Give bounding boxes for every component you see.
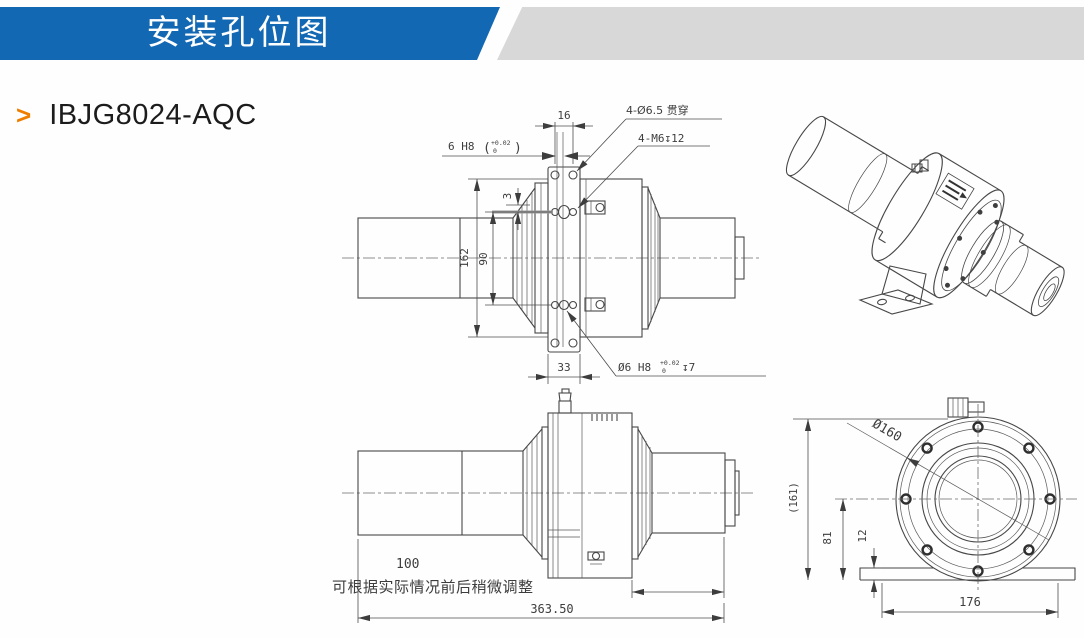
dimension-16: 16	[535, 109, 593, 164]
slot-label: 6 H8	[448, 140, 475, 153]
callout-through-holes: 4-Ø6.5 贯穿	[576, 103, 722, 172]
slot-paren-close: )	[514, 141, 522, 156]
iso-nameplate	[935, 172, 975, 210]
section-banner: 安装孔位图	[0, 7, 500, 60]
dimension-161: (161)	[788, 419, 812, 580]
callout-dia-160: Ø160	[869, 417, 904, 446]
dimension-90: 90	[477, 211, 552, 306]
dim-12-label: 12	[856, 529, 869, 542]
dimension-33: 33	[528, 354, 600, 384]
dimension-363: 363.50	[357, 539, 725, 623]
model-row: > IBJG8024-AQC	[16, 99, 257, 132]
slot-paren-open: (	[483, 141, 491, 156]
callout-slot-6h8: 6 H8 ( +0.02 0 )	[442, 139, 590, 160]
slot-tol-lower: 0	[493, 147, 497, 155]
dim-81-label: 81	[821, 531, 834, 544]
iso-view-drawing	[785, 115, 1065, 317]
iso-rotated-assembly	[785, 115, 1065, 317]
dim-162-label: 162	[458, 248, 471, 268]
model-bullet: >	[16, 100, 32, 130]
dimension-81: 81	[821, 499, 847, 580]
dowel-tol-lower: 0	[662, 367, 666, 375]
front-view-geometry	[793, 397, 1077, 590]
dimension-100: 100 可根据实际情况前后稍微调整	[332, 537, 725, 598]
dimension-12: 12	[856, 529, 882, 598]
dimension-162: 162	[458, 178, 548, 338]
dim-90-label: 90	[477, 252, 490, 265]
slot-tol-upper: +0.02	[491, 139, 511, 147]
side-view-geometry	[342, 132, 762, 353]
banner-gray-stripe	[497, 7, 1084, 60]
dim-100-label: 100	[396, 557, 419, 572]
front-view-drawing: Ø160 (161) 81 12 176	[788, 397, 1077, 618]
dowel-label: Ø6 H8	[618, 361, 651, 374]
dimension-3: 3	[492, 188, 553, 230]
dowel-depth: ↧7	[682, 361, 695, 374]
dim-16-label: 16	[557, 109, 570, 122]
through-holes-label: 4-Ø6.5 贯穿	[626, 103, 689, 117]
dia-160-label: Ø160	[869, 417, 904, 446]
dowel-tol-upper: +0.02	[660, 359, 680, 367]
page-title: 安装孔位图	[146, 15, 332, 52]
vent-slots	[591, 414, 618, 421]
dim-363-label: 363.50	[530, 602, 573, 616]
length-view-drawing: 100 可根据实际情况前后稍微调整 363.50	[332, 388, 755, 623]
dim-33-label: 33	[557, 361, 570, 374]
callout-dowel-hole: Ø6 H8 +0.02 0 ↧7	[566, 310, 766, 377]
model-name: IBJG8024-AQC	[49, 99, 257, 131]
callout-tapped-holes: 4-M6↧12	[577, 132, 710, 209]
length-view-geometry	[342, 388, 755, 579]
iso-foot-bracket	[858, 265, 934, 315]
side-view-drawing: 16 6 H8 ( +0.02 0 ) 4-Ø6.5 贯穿 4-M6↧12	[342, 103, 766, 384]
dim-3-label: 3	[501, 193, 514, 200]
tapped-holes-label: 4-M6↧12	[638, 132, 684, 145]
dim-176-label: 176	[959, 595, 981, 609]
dimension-176: 176	[881, 583, 1059, 618]
dim-161-label: (161)	[788, 482, 800, 514]
iso-connector	[911, 159, 929, 173]
adjust-note: 可根据实际情况前后稍微调整	[332, 578, 534, 596]
